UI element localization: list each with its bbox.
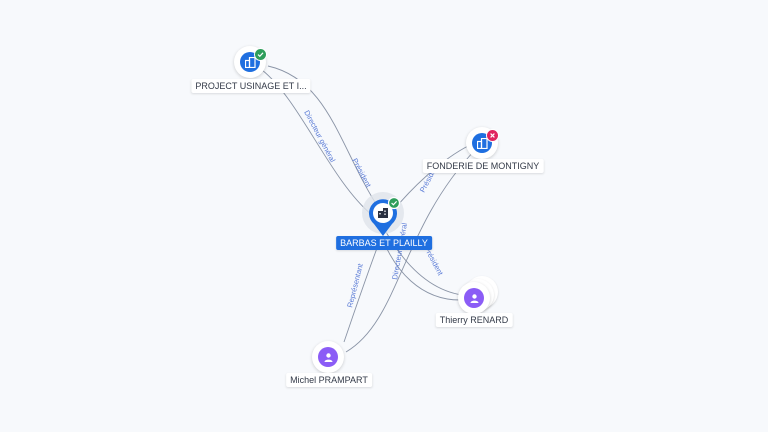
node-michel-circle[interactable] [312, 341, 344, 373]
building-icon [378, 208, 388, 218]
main-node-label[interactable]: BARBAS ET PLAILLY [336, 236, 432, 250]
node-project-label[interactable]: PROJECT USINAGE ET I... [191, 79, 311, 93]
closed-status-icon [486, 129, 499, 142]
main-node-active-badge [387, 196, 401, 210]
person-icon [464, 288, 484, 308]
edge-label-michel-representant: Représentant [345, 262, 365, 309]
edge-michel-main-representant [343, 239, 381, 343]
edge-label-project-director: Directeur général [302, 109, 337, 164]
node-thierry-label[interactable]: Thierry RENARD [435, 313, 513, 327]
active-status-icon [254, 48, 267, 61]
node-fonderie-label[interactable]: FONDERIE DE MONTIGNY [422, 159, 544, 173]
node-michel-label[interactable]: Michel PRAMPART [286, 373, 372, 387]
person-icon [318, 347, 338, 367]
check-icon [391, 200, 398, 206]
edge-project-main-president [267, 65, 381, 211]
edge-label-project-president: Président [350, 157, 373, 190]
node-thierry-circle[interactable] [458, 282, 490, 314]
edge-michel-fonderie-director [345, 149, 476, 353]
